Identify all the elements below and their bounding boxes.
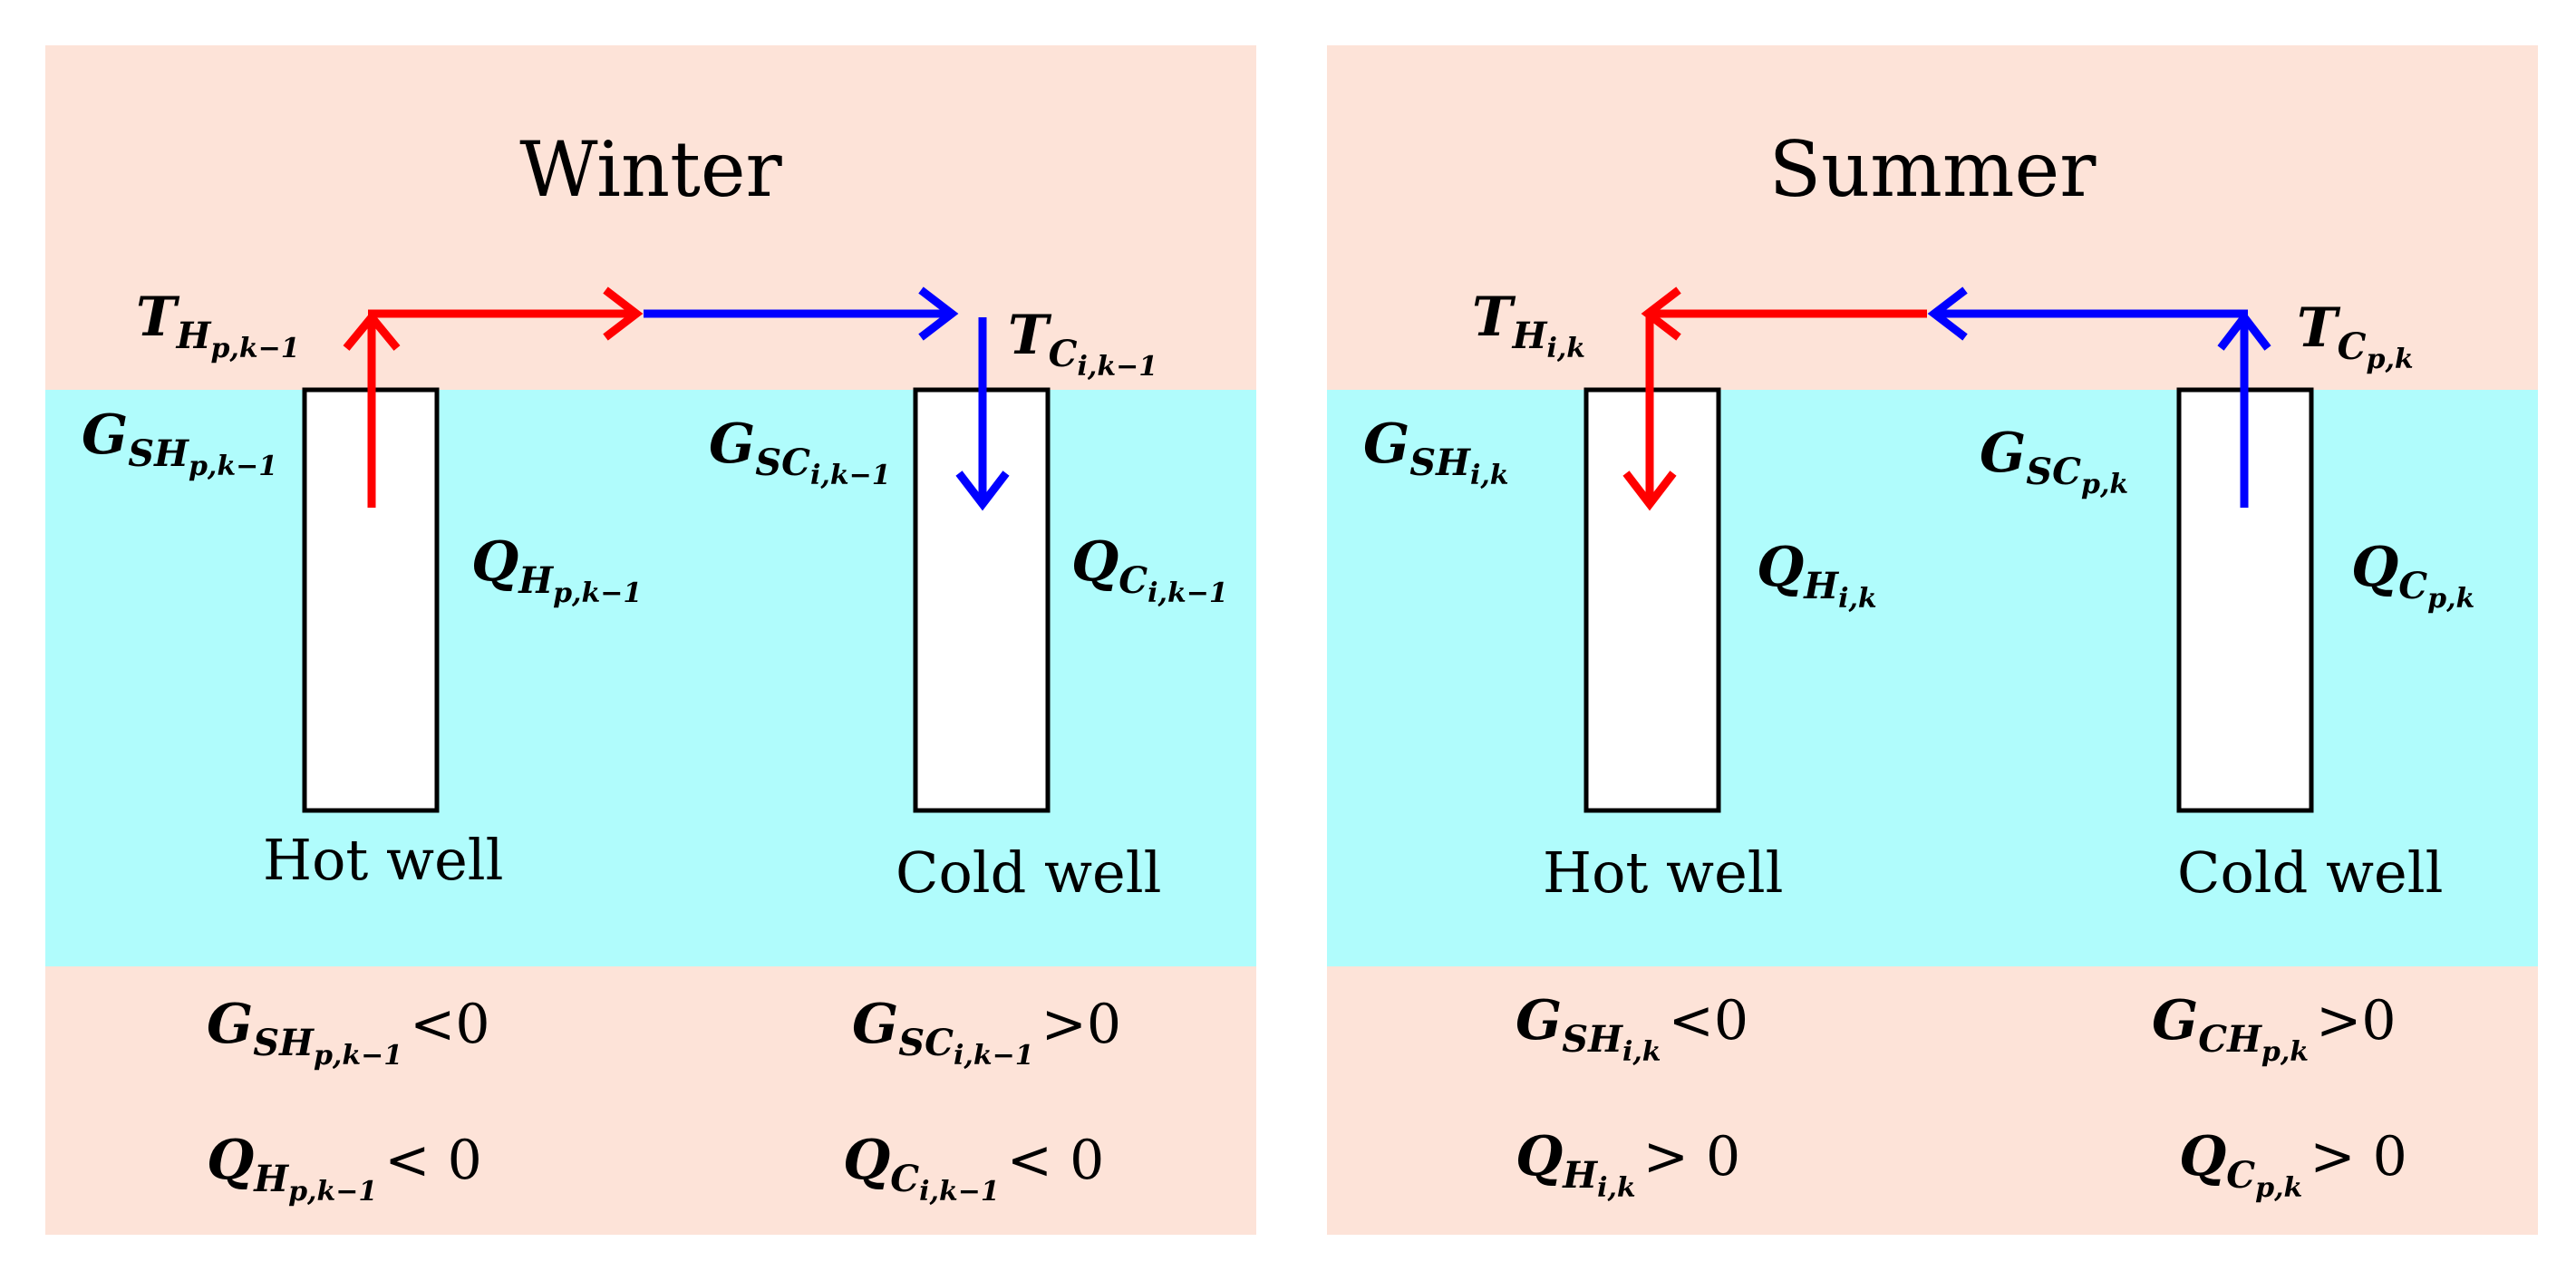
summer-t-hot-label: THi,k [1472,286,1586,364]
summer-air-zone [1327,45,2538,390]
winter-cond-q-cold: QCi,k−1< 0 [843,1129,1105,1208]
winter-cold-down-arrowhead [955,471,1010,511]
winter-q-cold-label: QCi,k−1 [1071,530,1228,609]
summer-hot-down-arrowhead [1622,471,1677,511]
winter-cond-g-cold: GSCi,k−1>0 [852,993,1122,1072]
winter-hot-well-label: Hot well [263,827,504,893]
summer-cond-q-cold: QCp,k> 0 [2179,1125,2407,1204]
summer-q-hot-label: QHi,k [1757,536,1877,615]
winter-cond-g-hot: GSHp,k−1<0 [207,993,490,1072]
winter-diagram-graphics [45,45,1256,1235]
summer-blue-flow-arrowhead [1927,286,1968,341]
summer-cond-q-hot: QHi,k> 0 [1516,1125,1741,1204]
winter-t-cold-label: TCi,k−1 [1008,304,1158,383]
summer-g-cold-label: GSCp,k [1980,422,2129,500]
summer-diagram-graphics [1327,45,2538,1235]
winter-blue-flow-arrowhead [918,286,959,341]
winter-ground-zone [45,390,1256,966]
summer-panel: Summer Hot well Cold well THi,k TCp,k GS… [1327,45,2538,1235]
winter-title: Winter [519,125,782,214]
summer-hot-well [1583,387,1721,813]
summer-title: Summer [1768,125,2097,214]
summer-red-flow-arrowhead [1641,286,1681,341]
summer-ground-zone [1327,390,2538,966]
winter-red-flow-arrowhead [603,286,644,341]
winter-g-cold-label: GSCi,k−1 [709,412,891,491]
winter-q-hot-label: QHp,k−1 [471,530,643,609]
summer-cond-g-cold: GCHp,k>0 [2152,989,2397,1068]
summer-g-hot-label: GSHi,k [1363,412,1509,491]
winter-t-hot-label: THp,k−1 [136,286,300,364]
summer-conditions-zone [1327,966,2538,1235]
summer-cond-g-hot: GSHi,k<0 [1516,989,1749,1068]
winter-cold-well-label: Cold well [896,839,1162,906]
winter-air-zone [45,45,1256,390]
winter-conditions-zone [45,966,1256,1235]
summer-hot-well-label: Hot well [1543,839,1784,906]
winter-g-hot-label: GSHp,k−1 [82,403,278,482]
summer-cold-well-label: Cold well [2177,839,2444,906]
summer-t-cold-label: TCp,k [2297,296,2414,375]
summer-q-cold-label: QCp,k [2351,536,2475,615]
winter-panel: Winter Hot well Cold well THp,k−1 TCi,k−… [45,45,1256,1235]
winter-cond-q-hot: QHp,k−1< 0 [207,1129,482,1208]
